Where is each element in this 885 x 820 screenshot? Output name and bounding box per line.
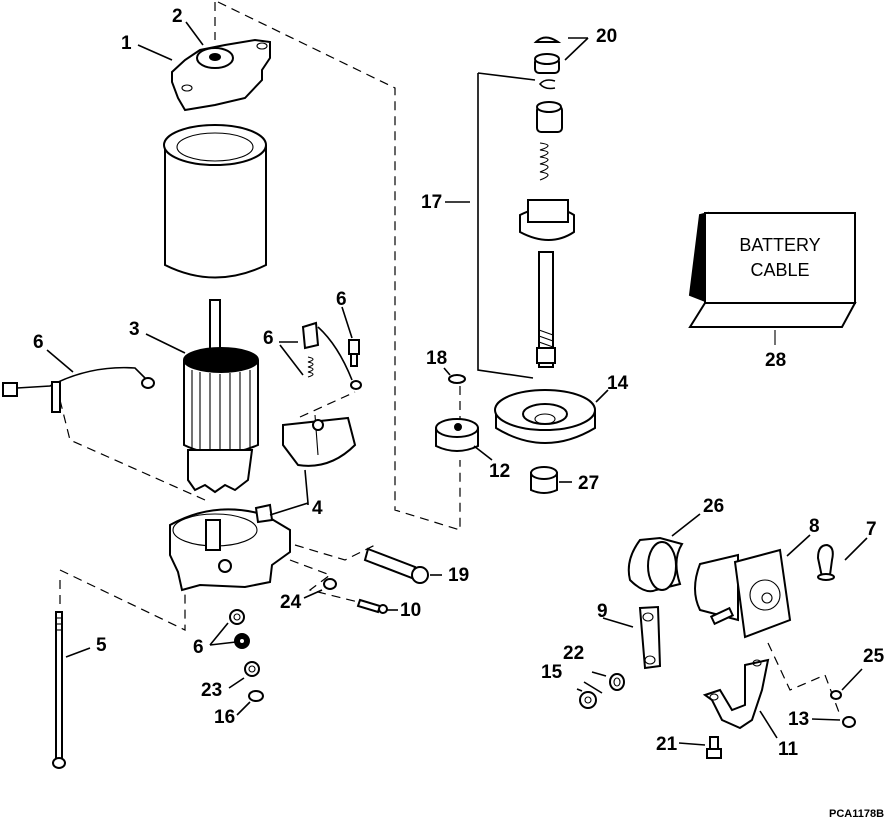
brush-spring-screw-parts-6[interactable]	[301, 321, 362, 390]
pinion-gear-part-12[interactable]	[435, 418, 479, 452]
callout-25: 25	[863, 646, 885, 667]
washer-part-23[interactable]	[244, 661, 260, 677]
battery-cable-label-line1: BATTERY	[739, 235, 820, 255]
callout-22: 22	[563, 643, 584, 664]
bolt-part-19[interactable]	[363, 547, 429, 584]
brush-holder-part-4[interactable]	[282, 414, 357, 467]
solenoid-part-8[interactable]	[694, 548, 792, 639]
callout-6-washer-nut: 6	[193, 637, 204, 658]
callout-8: 8	[809, 516, 820, 537]
leader-lines	[46, 21, 868, 746]
callout-20: 20	[596, 26, 617, 47]
washer-part-24[interactable]	[323, 578, 337, 590]
nut-part-13[interactable]	[842, 716, 856, 728]
washer-part-6[interactable]	[229, 609, 245, 625]
callout-10: 10	[400, 600, 421, 621]
callout-21: 21	[656, 734, 678, 755]
battery-cable-label-line2: CABLE	[750, 260, 809, 280]
commutator-end-cap-part-4[interactable]	[169, 503, 291, 592]
callout-17: 17	[421, 192, 442, 213]
callout-6-screw: 6	[336, 289, 347, 310]
drawing-reference-code: PCA1178B	[829, 808, 884, 820]
callout-6-wire: 6	[33, 332, 44, 353]
callout-5: 5	[96, 635, 107, 656]
callout-1: 1	[121, 33, 132, 54]
callout-18: 18	[426, 348, 447, 369]
bracket-part-11[interactable]	[702, 658, 770, 730]
callout-12: 12	[489, 461, 510, 482]
callout-4: 4	[312, 498, 323, 519]
callout-11: 11	[778, 739, 799, 760]
callout-3: 3	[129, 319, 140, 340]
callout-labels: 1 2 3 4 5 6 6 6 6 7 8 9 10 11 12 13 14 1…	[33, 6, 885, 760]
callout-19: 19	[448, 565, 469, 586]
callout-7: 7	[866, 519, 877, 540]
bolt-part-10[interactable]	[356, 598, 388, 614]
battery-cable-box-part-28[interactable]: BATTERY CABLE	[688, 211, 857, 345]
callout-9: 9	[597, 601, 608, 622]
strap-part-9[interactable]	[638, 605, 662, 670]
sleeve-part-26[interactable]	[627, 536, 684, 593]
callout-15: 15	[541, 662, 563, 683]
ring-gear-part-14[interactable]	[494, 389, 596, 444]
through-bolt-part-5[interactable]	[52, 611, 66, 769]
callout-13: 13	[788, 709, 809, 730]
callout-14: 14	[607, 373, 629, 394]
callout-24: 24	[280, 592, 302, 613]
callout-26: 26	[703, 496, 724, 517]
nut-part-16[interactable]	[248, 690, 264, 702]
callout-2: 2	[172, 6, 183, 27]
callout-23: 23	[201, 680, 222, 701]
armature-part-3[interactable]	[183, 299, 259, 494]
callout-27: 27	[578, 473, 599, 494]
nut-part-15[interactable]	[579, 691, 597, 709]
retaining-ring-part-18[interactable]	[448, 374, 466, 384]
drive-assembly-part-17[interactable]	[477, 36, 575, 379]
screw-part-21[interactable]	[706, 736, 722, 759]
callout-16: 16	[214, 707, 235, 728]
terminal-boot-part-7[interactable]	[816, 543, 835, 581]
callout-6-brush: 6	[263, 328, 274, 349]
bushing-part-27[interactable]	[530, 466, 558, 494]
motor-frame-housing[interactable]	[163, 124, 267, 279]
washer-part-25[interactable]	[830, 690, 842, 700]
end-cap-part-1[interactable]	[171, 38, 271, 112]
nut-part-6[interactable]	[234, 633, 250, 649]
washer-part-22[interactable]	[609, 673, 625, 691]
brush-lead-wire-part-6[interactable]	[2, 366, 155, 413]
callout-28: 28	[765, 350, 786, 371]
